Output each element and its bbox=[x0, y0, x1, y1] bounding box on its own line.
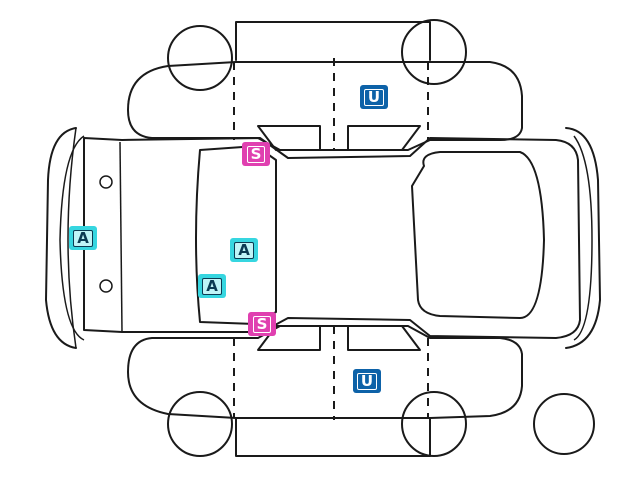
front-bumper-outline bbox=[45, 127, 77, 349]
top-right-wheel bbox=[401, 19, 467, 85]
a-badge-hood-lower[interactable]: A bbox=[198, 274, 226, 298]
rear-bumper-outline bbox=[565, 127, 601, 349]
top-side-view bbox=[127, 19, 523, 151]
spare-wheel bbox=[533, 393, 595, 455]
a-badge-hood-center[interactable]: A bbox=[230, 238, 258, 262]
plan-view bbox=[45, 127, 601, 349]
bottom-side-body bbox=[127, 325, 523, 457]
top-side-body bbox=[127, 21, 523, 151]
dent-badge-bottom[interactable]: U bbox=[353, 369, 381, 393]
bottom-side-view bbox=[127, 325, 595, 457]
bottom-left-wheel bbox=[167, 391, 233, 457]
plan-body bbox=[83, 137, 581, 339]
bottom-right-wheel bbox=[401, 391, 467, 457]
scratch-badge-top[interactable]: S bbox=[242, 142, 270, 166]
scratch-badge-bottom[interactable]: S bbox=[248, 312, 276, 336]
dent-badge-top[interactable]: U bbox=[360, 85, 388, 109]
rear-window bbox=[411, 151, 545, 319]
a-badge-front-bumper[interactable]: A bbox=[69, 226, 97, 250]
top-left-wheel bbox=[167, 25, 233, 91]
